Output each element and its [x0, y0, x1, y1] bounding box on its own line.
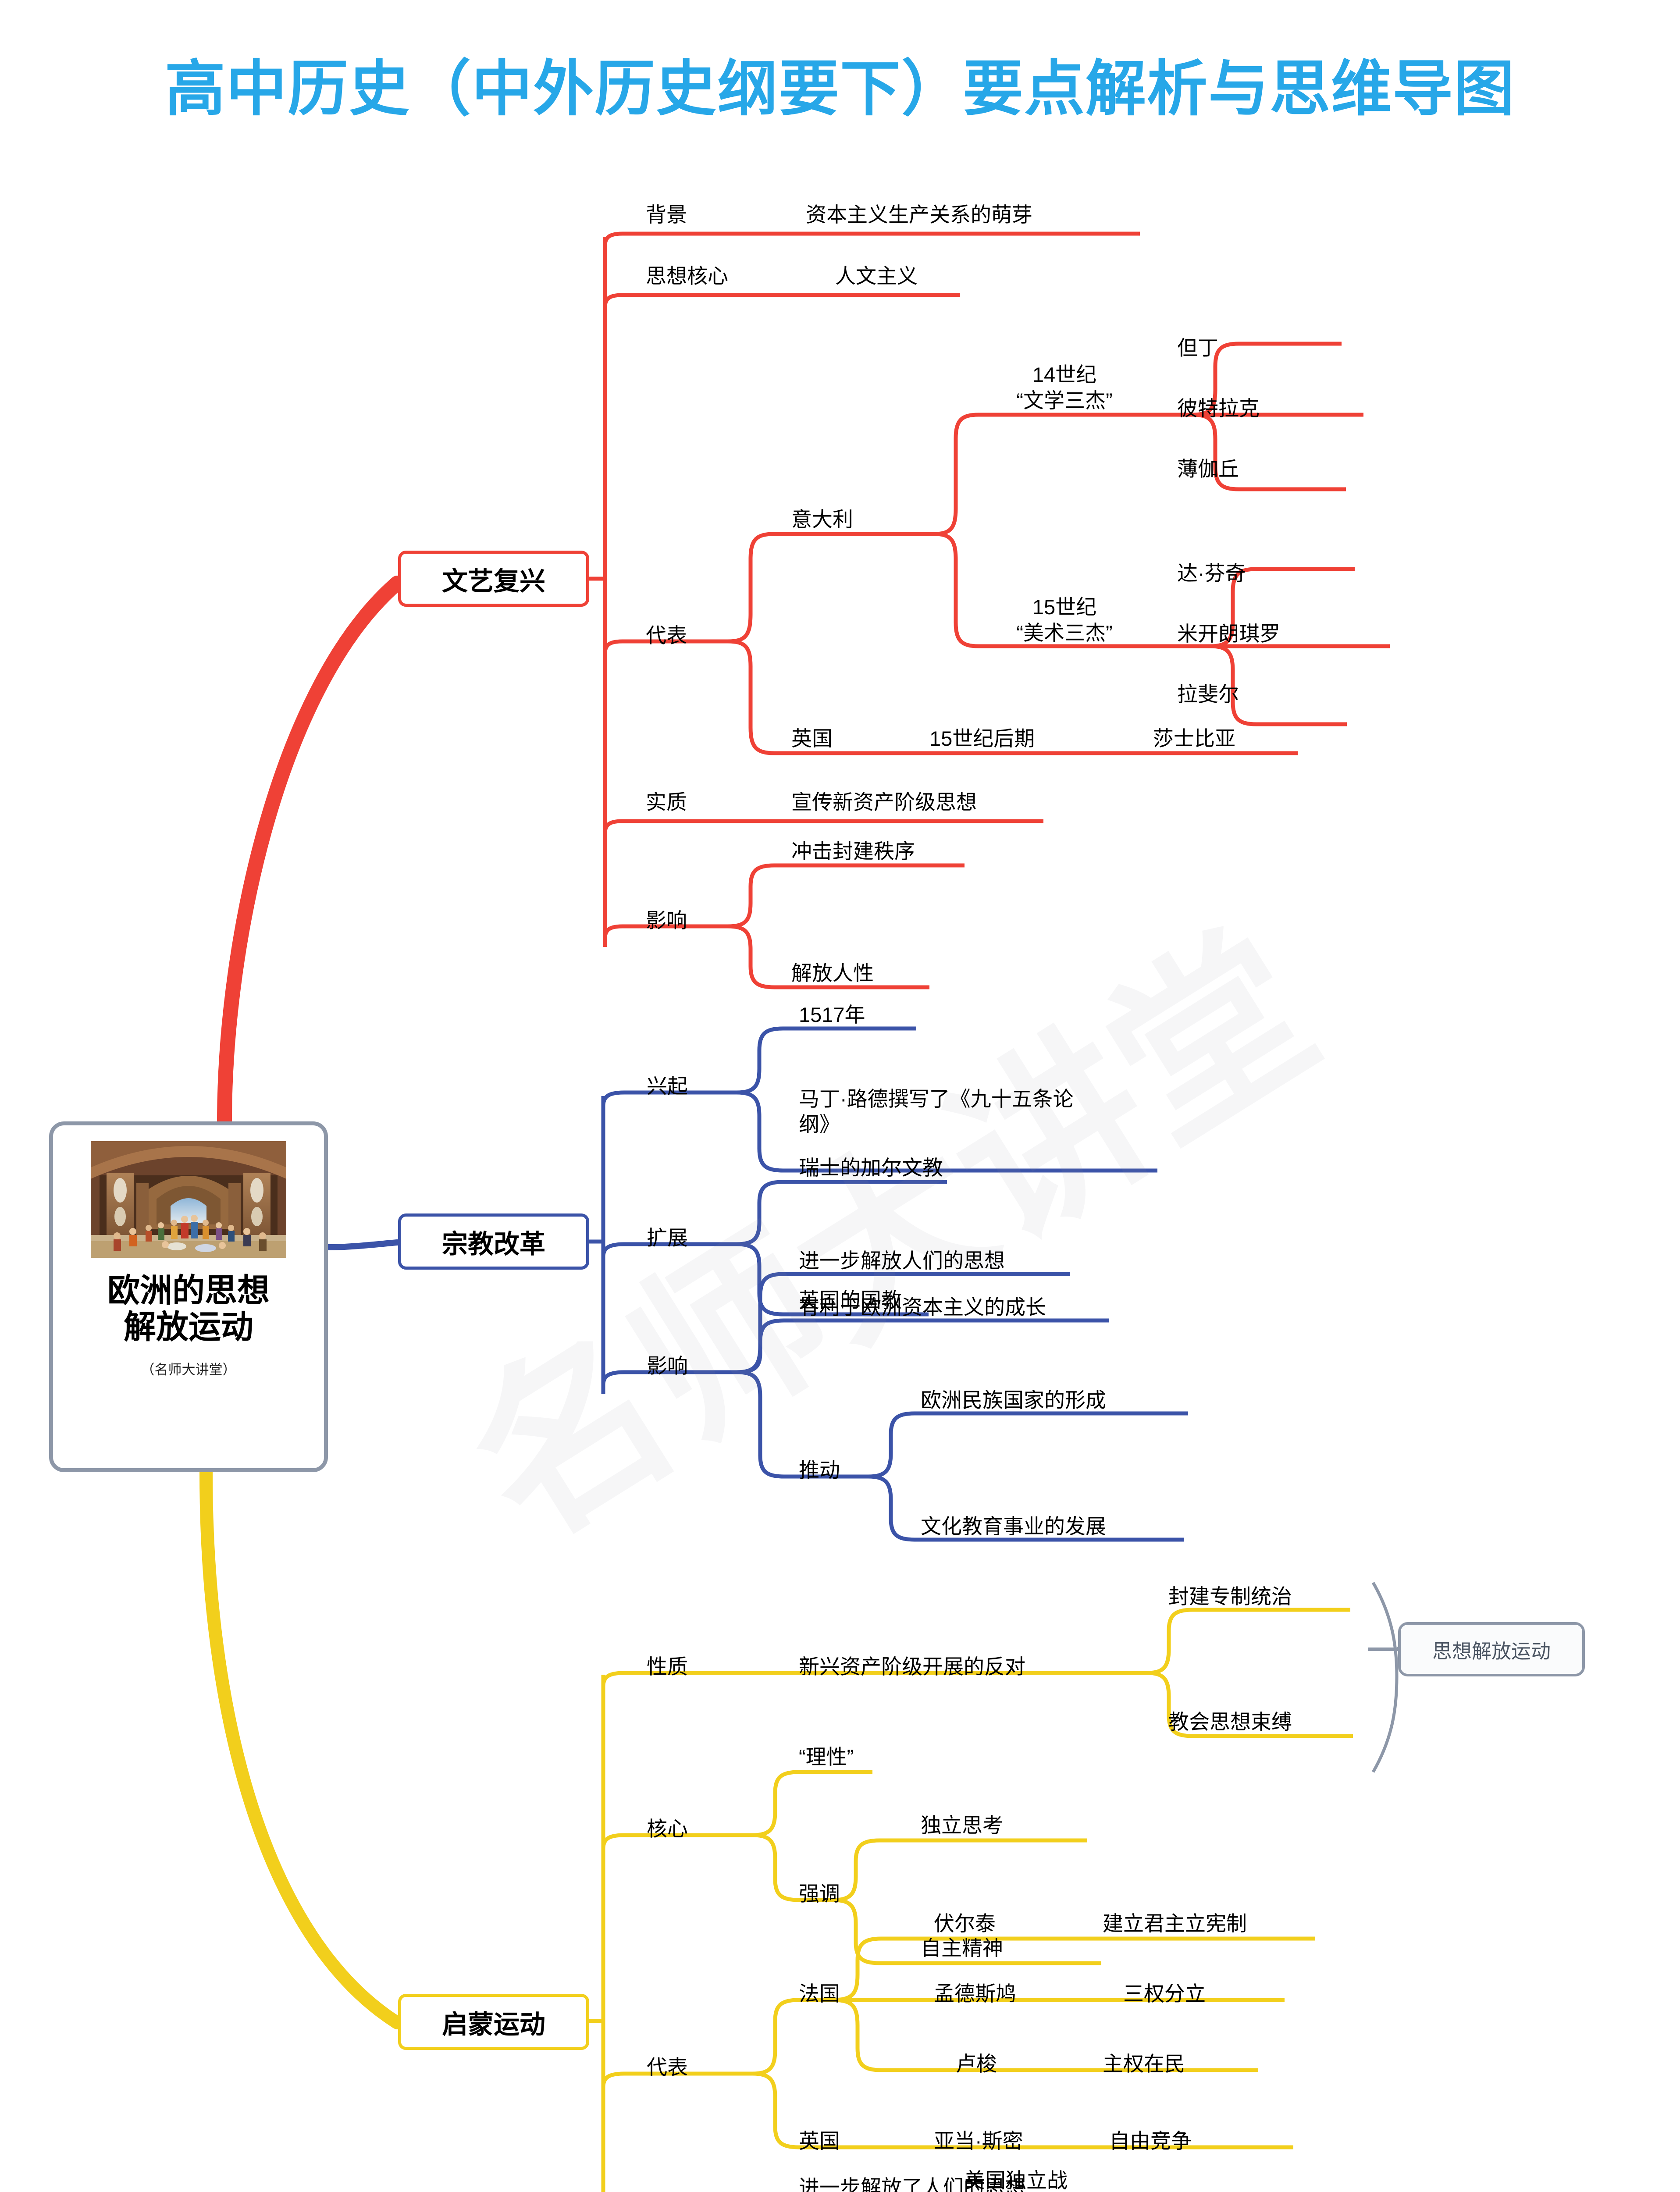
node-european-nation-states[interactable]: 欧洲民族国家的形成 [921, 1388, 1106, 1412]
node-rousseau[interactable]: 卢梭 [956, 2052, 997, 2075]
node-church-of-england[interactable]: 英国的国教 [799, 1288, 902, 1312]
node-luther-95-theses[interactable]: 马丁·路德撰写了《九十五条论 纲》 [799, 1087, 1074, 1136]
node-renaissance-background[interactable]: 背景 [646, 203, 687, 226]
node-enlightenment-nature-value[interactable]: 新兴资产阶级开展的反对 [799, 1655, 1025, 1678]
branch-node-reformation[interactable]: 宗教改革 [398, 1213, 589, 1270]
node-voltaire[interactable]: 伏尔泰 [934, 1912, 996, 1935]
node-renaissance-14c-literary-trio[interactable]: 14世纪 “文学三杰” [1016, 363, 1113, 413]
branch-node-renaissance[interactable]: 文艺复兴 [398, 551, 589, 607]
node-church-thought-bondage[interactable]: 教会思想束缚 [1168, 1710, 1292, 1733]
node-rousseau-idea[interactable]: 主权在民 [1103, 2052, 1185, 2075]
node-renaissance-england[interactable]: 英国 [791, 727, 833, 750]
node-enlightenment-nature[interactable]: 性质 [647, 1655, 688, 1678]
node-reformation-impact[interactable]: 影响 [647, 1354, 688, 1377]
node-renaissance-core[interactable]: 思想核心 [646, 264, 728, 288]
node-adam-smith[interactable]: 亚当·斯密 [934, 2129, 1023, 2153]
node-feudal-autocracy[interactable]: 封建专制统治 [1168, 1585, 1292, 1608]
branch-node-enlightenment[interactable]: 启蒙运动 [398, 1994, 589, 2050]
node-petrarch[interactable]: 彼特拉克 [1177, 397, 1260, 420]
node-renaissance-italy[interactable]: 意大利 [791, 508, 853, 531]
raphael-school-of-athens-painting [91, 1141, 286, 1258]
node-enlightenment-core[interactable]: 核心 [647, 1817, 688, 1840]
node-montesquieu-idea[interactable]: 三权分立 [1123, 1982, 1206, 2005]
node-enlightenment-impact-1[interactable]: 进一步解放了人们的思想 [799, 2176, 1025, 2192]
tag-box-thought-liberation[interactable]: 思想解放运动 [1398, 1622, 1585, 1676]
node-dante[interactable]: 但丁 [1177, 336, 1218, 359]
node-renaissance-essence[interactable]: 实质 [646, 790, 687, 814]
node-raphael[interactable]: 拉斐尔 [1177, 683, 1239, 706]
node-american-war-of-independence[interactable]: 美国独立战 [965, 2169, 1068, 2192]
node-renaissance-15c-art-trio[interactable]: 15世纪 “美术三杰” [1016, 595, 1113, 645]
node-reformation-expansion[interactable]: 扩展 [647, 1226, 688, 1249]
node-independent-thinking[interactable]: 独立思考 [921, 1814, 1003, 1837]
node-reformation-promote[interactable]: 推动 [799, 1459, 840, 1482]
node-enlightenment-france[interactable]: 法国 [799, 1982, 840, 2005]
node-adam-smith-idea[interactable]: 自由竞争 [1109, 2129, 1192, 2153]
node-shakespeare[interactable]: 莎士比亚 [1153, 727, 1235, 750]
node-renaissance-representatives[interactable]: 代表 [646, 624, 687, 647]
node-swiss-calvinism[interactable]: 瑞士的加尔文教 [799, 1156, 943, 1179]
node-autonomous-spirit[interactable]: 自主精神 [921, 1936, 1003, 1960]
node-boccaccio[interactable]: 薄伽丘 [1177, 457, 1239, 480]
node-montesquieu[interactable]: 孟德斯鸠 [934, 1982, 1016, 2005]
node-late-15th-century[interactable]: 15世纪后期 [929, 727, 1035, 750]
node-culture-education-development[interactable]: 文化教育事业的发展 [921, 1515, 1106, 1538]
node-reason[interactable]: “理性” [799, 1745, 854, 1769]
node-enlightenment-representatives[interactable]: 代表 [647, 2056, 688, 2079]
node-renaissance-core-value[interactable]: 人文主义 [835, 264, 918, 288]
node-emphasis[interactable]: 强调 [799, 1882, 840, 1905]
central-node-subtitle: （名师大讲堂） [141, 1362, 236, 1377]
node-reformation-year-1517[interactable]: 1517年 [799, 1003, 865, 1026]
node-reformation-impact-2[interactable]: 有利于欧洲资本主义的成长 [799, 1295, 1046, 1319]
node-renaissance-impact-2[interactable]: 解放人性 [791, 961, 874, 985]
node-da-vinci[interactable]: 达·芬奇 [1177, 562, 1246, 585]
node-renaissance-impact[interactable]: 影响 [646, 909, 687, 932]
node-voltaire-idea[interactable]: 建立君主立宪制 [1103, 1912, 1247, 1935]
node-renaissance-essence-value[interactable]: 宣传新资产阶级思想 [791, 790, 977, 814]
central-node[interactable]: 欧洲的思想 解放运动 （名师大讲堂） [49, 1121, 328, 1472]
central-node-title: 欧洲的思想 解放运动 [107, 1272, 270, 1345]
node-reformation-rise[interactable]: 兴起 [647, 1075, 688, 1098]
node-reformation-impact-1[interactable]: 进一步解放人们的思想 [799, 1249, 1005, 1272]
page-title: 高中历史（中外历史纲要下）要点解析与思维导图 [164, 55, 1515, 123]
watermark: 名师大讲堂 [436, 899, 1347, 1577]
node-renaissance-background-value[interactable]: 资本主义生产关系的萌芽 [806, 203, 1032, 226]
node-enlightenment-britain[interactable]: 英国 [799, 2129, 840, 2153]
node-renaissance-impact-1[interactable]: 冲击封建秩序 [791, 840, 915, 863]
node-michelangelo[interactable]: 米开朗琪罗 [1177, 622, 1280, 645]
